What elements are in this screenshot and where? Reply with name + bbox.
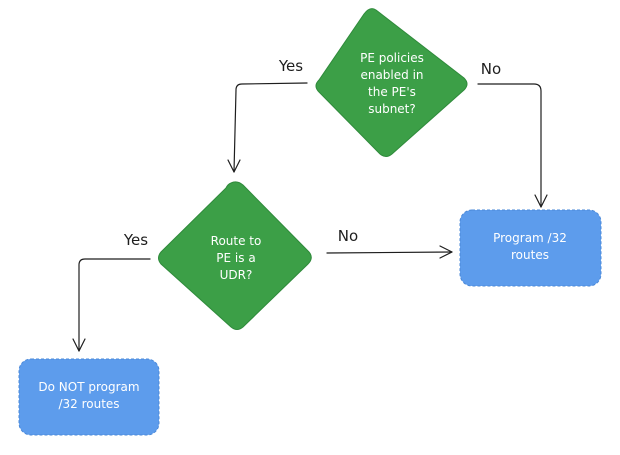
decision-route-udr-line-1: Route to	[211, 234, 262, 248]
action-do-not-program-line-2: /32 routes	[58, 397, 119, 411]
decision-route-udr-shape	[158, 181, 312, 330]
decision-pe-policies: PE policies enabled in the PE's subnet?	[315, 8, 468, 157]
edge-udr-yes	[78, 258, 151, 352]
edge-policies-yes	[233, 82, 308, 173]
decision-pe-policies-line-2: enabled in	[360, 68, 423, 82]
decision-pe-policies-line-1: PE policies	[360, 51, 424, 65]
edge-label-udr-yes: Yes	[123, 231, 148, 249]
edge-label-policies-no: No	[481, 60, 501, 78]
action-program-routes-shape	[459, 209, 602, 287]
edge-udr-yes-arrowhead	[72, 338, 86, 352]
edge-policies-no-arrowhead	[534, 194, 548, 208]
action-do-not-program-line-1: Do NOT program	[38, 380, 139, 394]
decision-pe-policies-line-3: the PE's	[368, 85, 416, 99]
decision-pe-policies-shape	[315, 8, 468, 157]
edge-udr-no-arrowhead	[439, 245, 453, 259]
action-program-routes: Program /32 routes	[459, 209, 602, 287]
action-do-not-program-shape	[18, 358, 160, 436]
edge-label-udr-no: No	[338, 227, 358, 245]
action-do-not-program: Do NOT program /32 routes	[18, 358, 160, 436]
action-program-routes-line-2: routes	[511, 248, 549, 262]
decision-pe-policies-line-4: subnet?	[368, 102, 416, 116]
decision-route-udr: Route to PE is a UDR?	[158, 181, 312, 330]
decision-route-udr-line-3: UDR?	[220, 268, 253, 282]
edge-label-policies-yes: Yes	[278, 57, 303, 75]
edge-policies-no	[477, 83, 542, 208]
decision-route-udr-line-2: PE is a	[216, 251, 255, 265]
edge-policies-yes-arrowhead	[227, 159, 241, 173]
action-program-routes-line-1: Program /32	[493, 231, 567, 245]
edge-udr-no	[326, 251, 453, 254]
